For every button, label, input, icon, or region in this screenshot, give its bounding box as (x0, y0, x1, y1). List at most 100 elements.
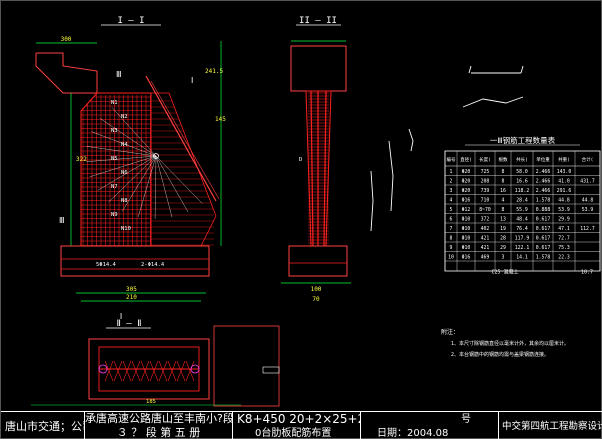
section-marker: Ⅰ (120, 312, 122, 321)
dim-label: 300 (61, 36, 72, 43)
plan-diagonal-bar (131, 360, 141, 382)
radial-bar (89, 155, 157, 177)
project-line-1: 承唐高速公路唐山至丰南小?段 (85, 412, 233, 425)
bar-label-N4: N4 (121, 142, 128, 148)
table-header-cell: 根数 (499, 156, 508, 163)
plan-diagonal-bar (167, 360, 177, 382)
table-cell: 8 (450, 236, 453, 242)
dim-label: 185 (146, 399, 156, 405)
table-cell: Φ20 (462, 169, 471, 175)
table-cell: 431.7 (580, 179, 595, 185)
table-cell: 1.578 (536, 255, 551, 261)
view-title-plan: Ⅱ — Ⅱ (116, 319, 141, 329)
table-cell: 725 (481, 169, 490, 175)
radial-bar (91, 131, 157, 157)
table-cell: 19 (500, 226, 506, 232)
table-cell: 710 (481, 198, 490, 204)
project-line-2: ３ ？ 段 第 五 册 (116, 426, 201, 439)
table-cell: 3 (450, 188, 453, 194)
radial-bar (155, 155, 203, 204)
view-title-elevation: I — I (117, 16, 144, 26)
table-cell: 10 (448, 255, 454, 261)
table-cell: 1 (450, 169, 453, 175)
table-cell: 0.617 (536, 236, 551, 242)
side-main-bar (323, 90, 327, 247)
plan-diagonal-bar (140, 360, 150, 382)
section-marker: Ⅰ (191, 76, 193, 85)
table-cell: 55.9 (516, 207, 528, 213)
table-cell: 4 (502, 198, 505, 204)
side-label: D (299, 157, 302, 163)
table-cell: 2.466 (536, 169, 551, 175)
project-cell: 承唐高速公路唐山至丰南小?段 ３ ？ 段 第 五 册 (85, 412, 233, 439)
table-footer-label: C25 混凝土 (491, 269, 518, 276)
table-cell: 0.617 (536, 226, 551, 232)
table-cell: 9 (450, 245, 453, 251)
plan-diagonal-bar (158, 360, 168, 382)
designer-cell: 中交第四航工程勘察设计院 (499, 412, 602, 439)
table-cell: Φ20 (462, 188, 471, 194)
table-footer-value: 10.7 (581, 270, 593, 276)
table-cell: 421 (481, 236, 490, 242)
sheet-label: 号 (461, 414, 471, 425)
bar-label-N1: N1 (111, 100, 118, 106)
table-cell: 16 (500, 188, 506, 194)
detail-bar-shape (462, 96, 524, 108)
table-cell: 44.8 (558, 198, 570, 204)
table-cell: 112.7 (580, 226, 595, 232)
table-cell: 143.0 (557, 169, 572, 175)
detail-bar-shape (370, 170, 374, 232)
radial-bar (108, 155, 157, 203)
table-cell: 1.578 (536, 198, 551, 204)
radial-bar (97, 155, 157, 191)
table-cell: 72.7 (558, 236, 570, 242)
table-cell: 2 (450, 179, 453, 185)
abutment-cap-outline (35, 52, 98, 94)
table-cell: 3 (502, 255, 505, 261)
drawing-canvas[interactable]: I — I300N1N2N3N4N5N6N7N8N9N10241.5145322… (1, 1, 602, 411)
table-cell: Φ10 (462, 236, 471, 242)
section-outline (213, 325, 280, 407)
table-cell: 7 (450, 226, 453, 232)
table-cell: Φ10 (462, 226, 471, 232)
plan-node (190, 364, 200, 374)
table-cell: 29.9 (558, 217, 570, 223)
table-cell: 402 (481, 226, 490, 232)
table-cell: 8~70 (479, 207, 491, 213)
plan-diagonal-bar (104, 360, 114, 382)
bar-label-N3: N3 (111, 128, 118, 134)
slope-line (145, 75, 217, 202)
bar-label-N6: N6 (121, 170, 128, 176)
table-header-cell: 共重( (558, 156, 570, 163)
radial-bar (138, 155, 157, 217)
table-header-cell: 编号 (447, 156, 456, 163)
table-cell: 44.8 (582, 198, 594, 204)
dim-label: 100 (311, 286, 322, 293)
view-title-side: II — II (299, 16, 337, 26)
table-cell: 29 (500, 245, 506, 251)
table-cell: 22.3 (558, 255, 570, 261)
plan-diagonal-bar (113, 360, 123, 382)
table-cell: 48.4 (516, 217, 528, 223)
detail-bar-shape (408, 128, 414, 152)
dim-label: 305 (126, 286, 137, 293)
table-cell: 16.6 (516, 179, 528, 185)
table-cell: 5 (450, 207, 453, 213)
footing-bar-label: 2-Φ14.4 (141, 262, 165, 268)
dim-label: 322 (76, 156, 87, 163)
notes-label: 附注： (441, 328, 459, 336)
table-cell: 117.9 (515, 236, 530, 242)
table-cell: 58.0 (516, 169, 528, 175)
table-cell: Φ10 (462, 245, 471, 251)
table-cell: 76.4 (516, 226, 528, 232)
section-marker: Ⅲ (116, 70, 122, 79)
side-main-bar (310, 90, 314, 247)
company-cell: 唐山市交通；公司 (1, 412, 85, 439)
drawing-title-cell: K8+450 20+2×25+20米连续梁 0台肋板配筋布置 (233, 412, 361, 439)
wing-outline (150, 92, 217, 247)
radial-bar (154, 155, 157, 219)
table-cell: 4 (450, 198, 453, 204)
table-cell: 118.2 (515, 188, 530, 194)
plan-diagonal-bar (122, 360, 132, 382)
